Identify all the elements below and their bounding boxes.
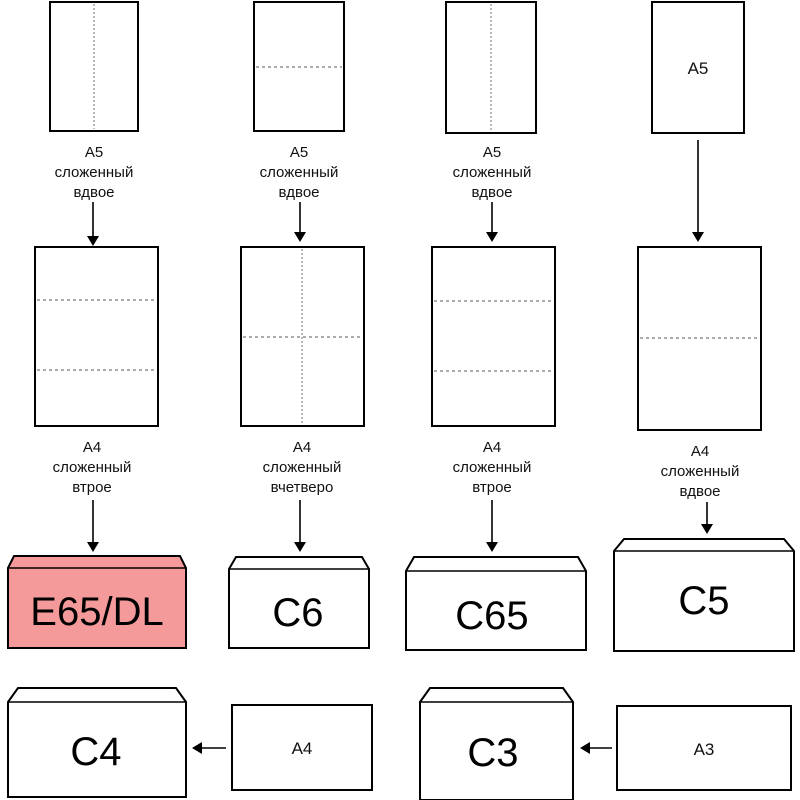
a4-label-2-line1: A4 <box>293 439 311 456</box>
envelope-label-c6: C6 <box>272 591 323 635</box>
a5-label-4: A5 <box>688 59 709 78</box>
arrowhead-icon <box>294 232 306 242</box>
a4-label-4-line1: A4 <box>691 443 709 460</box>
a4-label-3-line1: A4 <box>483 439 501 456</box>
envelope-label-c4: C4 <box>70 730 121 774</box>
a5-sheet-3 <box>445 1 537 134</box>
a5-sheet-4 <box>651 1 745 134</box>
a4-label-2-line2: сложенный <box>263 459 342 476</box>
arrowhead-icon <box>701 524 713 534</box>
a4-sheet-1 <box>34 246 159 427</box>
a5-label-3-line2: сложенный <box>453 164 532 181</box>
a3-source-sheet <box>616 705 792 791</box>
arrowhead-icon <box>87 542 99 552</box>
a3-source-label: A3 <box>694 740 715 759</box>
a4-source-sheet <box>231 704 373 791</box>
arrowhead-icon <box>294 542 306 552</box>
bottom-pair-c3: C3 A3 <box>419 687 792 800</box>
a4-label-4-line3: вдвое <box>679 483 720 500</box>
a5-label-3-line3: вдвое <box>471 184 512 201</box>
a4-source-label: A4 <box>292 739 313 758</box>
envelope-label-e65-dl: E65/DL <box>30 590 163 634</box>
arrowhead-icon <box>486 542 498 552</box>
a4-label-4-line2: сложенный <box>661 463 740 480</box>
a5-label-2-line3: вдвое <box>278 184 319 201</box>
a4-label-1-line3: втрое <box>72 479 112 496</box>
a5-label-1-line2: сложенный <box>55 164 134 181</box>
a5-label-2-line2: сложенный <box>260 164 339 181</box>
a5-label-3-line1: A5 <box>483 144 501 161</box>
arrowhead-icon <box>486 232 498 242</box>
arrowhead-icon <box>580 742 590 754</box>
a5-label-1-line3: вдвое <box>73 184 114 201</box>
a5-label-2-line1: A5 <box>290 144 308 161</box>
envelope-label-c5: C5 <box>678 579 729 623</box>
a4-label-3-line2: сложенный <box>453 459 532 476</box>
bottom-pair-c4: C4 A4 <box>7 687 373 798</box>
a4-label-3-line3: втрое <box>472 479 512 496</box>
envelope-label-c3: C3 <box>467 731 518 775</box>
a4-label-2-line3: вчетверо <box>271 479 334 496</box>
arrowhead-icon <box>192 742 202 754</box>
a4-sheet-3 <box>431 246 556 427</box>
column-2: A5 сложенный вдвое A4 сложенный вчетверо… <box>228 1 370 649</box>
column-1: A5 сложенный вдвое A4 сложенный втрое E6… <box>7 1 187 649</box>
arrowhead-icon <box>692 232 704 242</box>
envelope-label-c65: C65 <box>455 594 528 638</box>
a4-label-1-line2: сложенный <box>53 459 132 476</box>
a4-label-1-line1: A4 <box>83 439 101 456</box>
column-4: A5 A4 сложенный вдвое C5 <box>613 1 795 652</box>
a5-label-1-line1: A5 <box>85 144 103 161</box>
arrowhead-icon <box>87 236 99 246</box>
column-3: A5 сложенный вдвое A4 сложенный втрое C6… <box>405 1 587 651</box>
